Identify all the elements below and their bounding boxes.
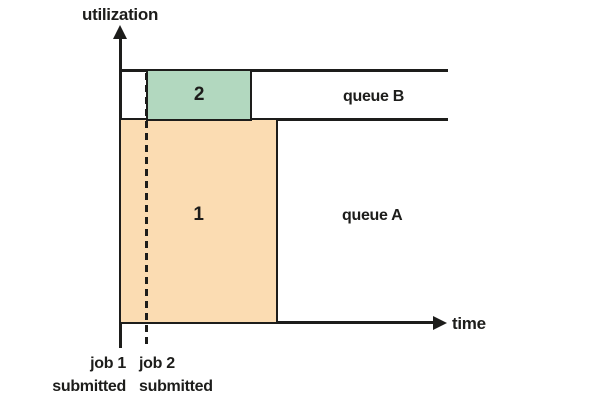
job1-submitted-line1: job 1 <box>90 355 126 372</box>
job2-number-label: 2 <box>193 84 205 105</box>
queue-b-band-bottom-line <box>119 118 448 121</box>
y-axis-arrow-icon <box>113 25 127 39</box>
queue-b-label: queue B <box>343 88 405 105</box>
job2-block: 2 <box>146 69 252 121</box>
job2-submit-dashed-line <box>145 73 148 347</box>
job1-submitted-label: job 1 submitted <box>46 352 126 398</box>
job2-submitted-label: job 2 submitted <box>139 352 213 398</box>
queue-a-label: queue A <box>342 207 403 224</box>
x-axis-arrow-icon <box>433 316 447 330</box>
job1-number-label: 1 <box>193 204 204 225</box>
job2-submitted-line2: submitted <box>139 378 213 395</box>
y-axis-label: utilization <box>82 5 159 24</box>
queue-b-band-top-line <box>119 69 448 72</box>
job1-submitted-line2: submitted <box>52 378 126 395</box>
job2-submitted-line1: job 2 <box>139 355 175 372</box>
x-axis-line <box>119 321 437 324</box>
job1-block: 1 <box>119 118 278 324</box>
x-axis-label: time <box>452 314 486 333</box>
